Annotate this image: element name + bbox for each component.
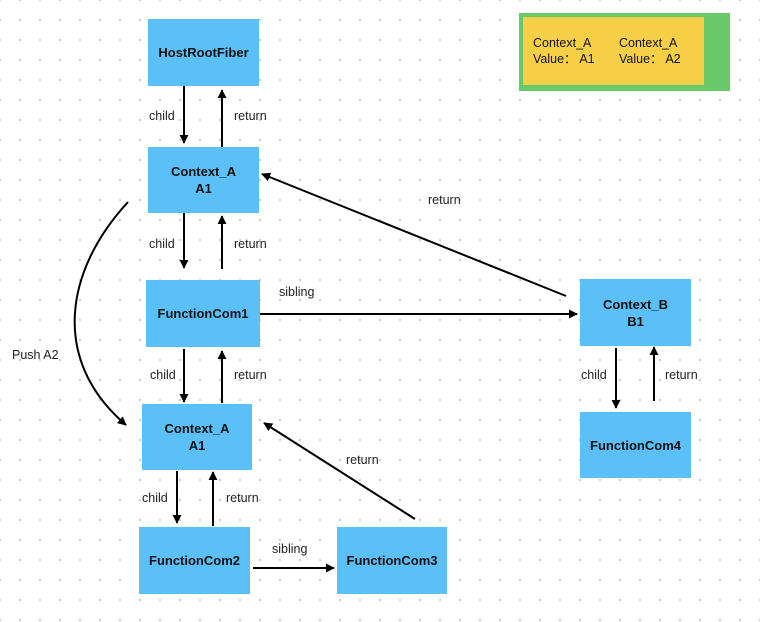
context-value-legend: Context_A Value： A1 Context_A Value： A2: [519, 13, 730, 91]
node-function-com3-label: FunctionCom3: [346, 553, 438, 568]
node-function-com3: FunctionCom3: [337, 527, 447, 594]
node-function-com2-label: FunctionCom2: [149, 553, 240, 568]
node-function-com4-label: FunctionCom4: [590, 437, 681, 453]
label-return-function-com3: return: [346, 453, 379, 467]
node-function-com1-label: FunctionCom1: [157, 306, 249, 321]
label-return-context-b-bottom: return: [665, 368, 698, 382]
node-context-a-top: Context_A A1: [148, 147, 259, 213]
label-child-host: child: [149, 109, 175, 123]
node-context-b-value: B1: [627, 313, 644, 329]
edge-return-context-b-to-context-a: [261, 172, 567, 297]
label-return-context-a-mid: return: [226, 491, 259, 505]
node-context-a-top-value: A1: [195, 181, 212, 196]
node-context-a-mid-value: A1: [188, 438, 206, 453]
node-function-com2: FunctionCom2: [139, 527, 250, 594]
label-push-a2: Push A2: [12, 348, 59, 362]
label-sibling-function-com2: sibling: [272, 542, 308, 556]
label-child-context-a-mid: child: [142, 491, 168, 505]
node-context-a-mid-name: Context_A: [164, 421, 230, 436]
legend-card-a1-name: Context_A: [533, 36, 592, 50]
legend-card-a1-value: Value： A1: [533, 52, 595, 66]
label-child-function-com1: child: [150, 368, 176, 382]
node-context-a-top-name: Context_A: [170, 164, 236, 179]
edge-return-function-com3-to-context-a-mid: [263, 422, 416, 520]
node-host-root-fiber-label: HostRootFiber: [158, 45, 249, 60]
node-context-a-mid: Context_A A1: [142, 404, 252, 470]
legend-card-a2: Context_A Value： A2: [607, 17, 704, 85]
node-context-b: Context_B B1: [580, 279, 691, 346]
node-function-com4: FunctionCom4: [580, 412, 691, 478]
label-return-host: return: [234, 109, 267, 123]
legend-card-a2-value: Value： A2: [619, 52, 681, 66]
label-child-context-b: child: [581, 368, 607, 382]
node-function-com1: FunctionCom1: [146, 280, 260, 347]
label-return-context-a-top: return: [234, 237, 267, 251]
legend-card-a2-name: Context_A: [619, 36, 678, 50]
node-context-b-name: Context_B: [602, 296, 668, 312]
edge-push-a2: [73, 201, 129, 426]
label-return-context-b: return: [428, 193, 461, 207]
legend-card-a1: Context_A Value： A1: [523, 17, 613, 85]
node-host-root-fiber: HostRootFiber: [148, 19, 259, 86]
label-sibling-function-com1: sibling: [279, 285, 315, 299]
label-child-context-a-top: child: [149, 237, 175, 251]
label-return-function-com1: return: [234, 368, 267, 382]
